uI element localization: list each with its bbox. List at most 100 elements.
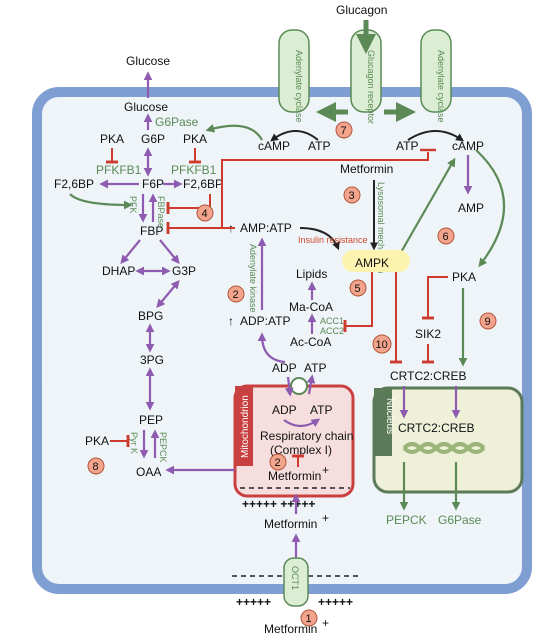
camp-inhibits-amp-atp <box>221 152 429 229</box>
lysosomal-mechanism: Lysosomal mechanism <box>376 182 386 273</box>
nucleus-label: Nucleus <box>384 398 395 434</box>
svg-text:6: 6 <box>443 231 449 243</box>
ac-coa: Ac-CoA <box>290 335 331 349</box>
adp-atp: ADP:ATP <box>240 314 290 328</box>
metformin-mito: Metformin <box>268 469 321 483</box>
complex-i: (Complex I) <box>270 443 332 457</box>
lipids: Lipids <box>296 267 327 281</box>
amp-atp: AMP:ATP <box>240 221 292 235</box>
svg-text:3: 3 <box>349 190 355 202</box>
dhap: DHAP <box>102 264 135 278</box>
metformin-outside-plus: + <box>322 616 329 630</box>
fbp-to-g3p-arrow <box>159 239 180 265</box>
adp-to-atp-arrow <box>283 418 321 428</box>
glucagon-receptor-label: Glucagon receptor <box>366 50 376 124</box>
adp-atp-uparrow: ↑ <box>228 314 234 328</box>
f26bp-left: F2,6BP <box>54 177 94 191</box>
f26bp-right: F2,6BP <box>183 177 223 191</box>
g6pase-enzyme: G6Pase <box>155 115 199 129</box>
badge-9: 9 <box>479 312 497 330</box>
svg-text:8: 8 <box>93 461 99 473</box>
pka-middle: PKA <box>183 132 207 146</box>
pfkfb1-right: PFKFB1 <box>171 163 217 177</box>
adenylate-kinase: Adenylate kinase <box>248 244 258 313</box>
svg-text:2: 2 <box>275 457 281 469</box>
ma-coa: Ma-CoA <box>289 300 333 314</box>
camp-right: cAMP <box>452 139 484 153</box>
mito-membrane-charge: +++++ +++++ <box>242 497 315 511</box>
camp-to-pka-right-arrow <box>475 149 506 268</box>
badge-2-mito: 2 <box>269 453 287 471</box>
atp-to-camp-left-arrow <box>270 130 319 142</box>
glucose-outside: Glucose <box>126 54 170 68</box>
mitochondrion-tab <box>235 386 253 466</box>
g6pase-gene: G6Pase <box>438 513 482 527</box>
amp: AMP <box>458 201 484 215</box>
membrane-charge-left: +++++ <box>236 595 271 609</box>
amp-atp-to-ampk-arrow <box>299 227 340 251</box>
badge-3: 3 <box>343 186 361 204</box>
metformin-cytosol: Metformin <box>264 517 317 531</box>
pyrk-enzyme: Pyr K <box>129 432 139 454</box>
insulin-resistance: Insulin resistance <box>298 235 368 245</box>
crtc2-creb-nucleus: CRTC2:CREB <box>398 421 474 435</box>
dna-helix-2 <box>402 442 486 454</box>
respiratory-chain: Respiratory chain <box>260 429 353 443</box>
glucagon-label: Glucagon <box>336 3 387 17</box>
adenylate-cyclase-left <box>278 29 310 113</box>
svg-text:9: 9 <box>485 316 491 328</box>
metformin-mito-plus: + <box>322 463 329 477</box>
nucleus <box>372 386 524 494</box>
membrane-charge-right: +++++ <box>318 595 353 609</box>
glucose-inside: Glucose <box>124 100 168 114</box>
adp-inner: ADP <box>272 403 297 417</box>
fbp-to-dhap-arrow <box>120 239 141 265</box>
svg-text:4: 4 <box>202 208 208 220</box>
pepck-gene: PEPCK <box>386 513 427 527</box>
g3p: G3P <box>172 264 196 278</box>
adenylate-cyclase-right-label: Adenylate cyclase <box>436 50 446 123</box>
svg-text:1: 1 <box>306 613 312 625</box>
sik2: SIK2 <box>415 327 441 341</box>
adenylate-cyclase-left-label: Adenylate cyclase <box>294 50 304 123</box>
pka-right: PKA <box>452 270 476 284</box>
adp-to-adp-atp-arrow <box>257 332 286 364</box>
bpg: BPG <box>138 309 163 323</box>
atp-to-camp-right-arrow <box>407 130 464 142</box>
badge-10: 10 <box>372 334 392 354</box>
g3p-bpg-arrow <box>156 279 180 309</box>
pka-inhibits-sik2 <box>422 276 448 320</box>
pep: PEP <box>139 413 163 427</box>
badge-5: 5 <box>349 279 367 297</box>
adp-outer: ADP <box>272 361 297 375</box>
svg-text:2: 2 <box>233 289 239 301</box>
oaa: OAA <box>136 465 161 479</box>
fbp: FBP <box>140 224 163 238</box>
acc2: ACC2 <box>320 326 344 336</box>
ampk-box <box>342 250 410 272</box>
nucleus-tab <box>374 388 392 456</box>
pka-left: PKA <box>100 132 124 146</box>
badge-8: 8 <box>87 457 105 475</box>
f6p: F6P <box>142 177 164 191</box>
acc1: ACC1 <box>320 316 344 326</box>
ampk: AMPK <box>355 256 389 270</box>
camp-left: cAMP <box>258 139 290 153</box>
metformin-top: Metformin <box>340 162 393 176</box>
ampk-to-camp-arrow <box>399 157 456 255</box>
atp-outer: ATP <box>304 361 326 375</box>
pfkfb1-left: PFKFB1 <box>96 163 142 177</box>
crtc2-creb-cytosol: CRTC2:CREB <box>390 369 466 383</box>
g6p: G6P <box>141 132 165 146</box>
camp-to-pka-arrow <box>205 124 263 141</box>
atp-left: ATP <box>308 139 330 153</box>
fbpase-enzyme: FBPase <box>156 196 166 228</box>
metformin-cytosol-plus: + <box>322 511 329 525</box>
adenylate-cyclase-right <box>420 29 452 113</box>
badge-4: 4 <box>196 204 214 222</box>
oct1-label: OCT1 <box>290 566 300 590</box>
3pg: 3PG <box>140 353 164 367</box>
pka-pyrk: PKA <box>85 434 109 448</box>
badge-6: 6 <box>437 227 455 245</box>
